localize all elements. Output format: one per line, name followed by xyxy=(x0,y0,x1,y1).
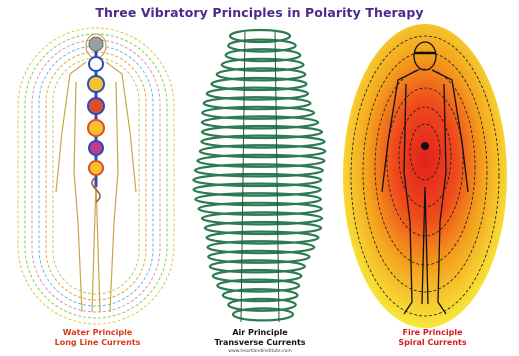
water-currents-label: Long Line Currents xyxy=(40,338,155,348)
air-caption: Air Principle Transverse Currents xyxy=(200,328,320,348)
fire-spiral-currents-illustration xyxy=(340,22,510,330)
air-principle-label: Air Principle xyxy=(200,328,320,338)
diagram-title: Three Vibratory Principles in Polarity T… xyxy=(0,5,519,20)
fire-principle-figure xyxy=(340,22,510,330)
navel-center xyxy=(421,142,429,150)
transverse-current-coils xyxy=(193,30,325,320)
air-currents-label: Transverse Currents xyxy=(200,338,320,348)
fire-caption: Fire Principle Spiral Currents xyxy=(375,328,490,348)
water-caption: Water Principle Long Line Currents xyxy=(40,328,155,348)
air-transverse-currents-illustration xyxy=(185,22,335,330)
air-principle-figure xyxy=(185,22,335,330)
water-principle-label: Water Principle xyxy=(40,328,155,338)
chakra-centers xyxy=(88,37,104,175)
water-principle-figure xyxy=(12,22,180,330)
fire-principle-label: Fire Principle xyxy=(375,328,490,338)
fire-currents-label: Spiral Currents xyxy=(375,338,490,348)
water-long-line-currents-illustration xyxy=(12,22,180,330)
credit-url: www.heartlandinstitute.com xyxy=(195,349,325,354)
